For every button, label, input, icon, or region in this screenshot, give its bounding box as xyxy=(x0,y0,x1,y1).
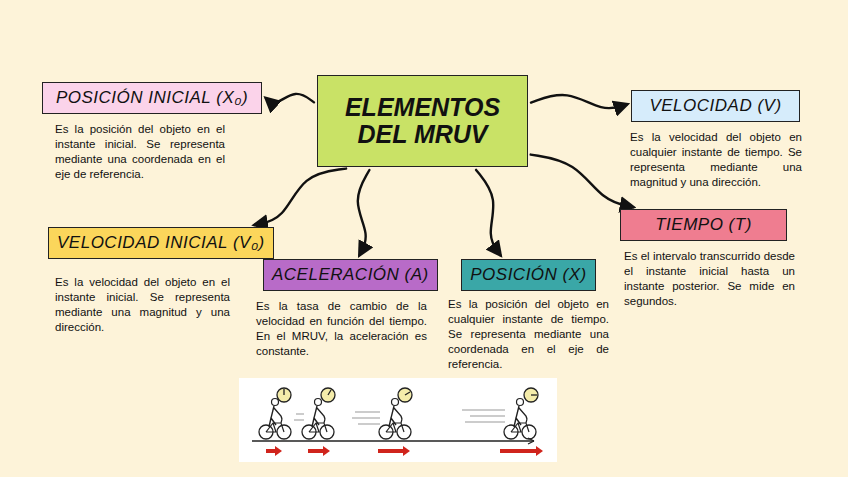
illustration-ground xyxy=(239,378,557,462)
concept-description: Es la tasa de cambio de la velocidad en … xyxy=(256,299,427,359)
concept-box: POSICIÓN (X)Es la posición del objeto en… xyxy=(461,259,596,291)
connector-arrow xyxy=(531,95,627,108)
concept-box: ACELERACIÓN (A)Es la tasa de cambio de l… xyxy=(263,259,438,291)
cyclists xyxy=(259,399,536,440)
connector-arrow xyxy=(266,94,314,103)
velocity-arrows xyxy=(266,446,543,456)
connector-arrow xyxy=(358,170,370,255)
concept-heading: ACELERACIÓN (A) xyxy=(263,259,438,291)
speed-lines xyxy=(294,410,505,424)
concept-description: Es la velocidad del objeto en cualquier … xyxy=(630,130,802,190)
connector-arrow xyxy=(531,155,633,208)
concept-heading: VELOCIDAD (V) xyxy=(631,90,800,122)
title-text: ELEMENTOS DEL MRUV xyxy=(317,75,528,167)
concept-box: VELOCIDAD INICIAL (V₀)Es la velocidad de… xyxy=(48,227,274,259)
concept-heading: POSICIÓN INICIAL (X₀) xyxy=(42,82,262,114)
concept-box: VELOCIDAD (V)Es la velocidad del objeto … xyxy=(631,90,800,122)
concept-heading: VELOCIDAD INICIAL (V₀) xyxy=(48,227,274,259)
concept-description: Es la velocidad del objeto en el instant… xyxy=(55,275,230,335)
axis-line xyxy=(252,440,534,441)
connector-arrow xyxy=(255,169,347,225)
concept-heading: TIEMPO (T) xyxy=(620,209,787,241)
concept-description: Es la posición del objeto en el instante… xyxy=(55,122,225,182)
concept-heading: POSICIÓN (X) xyxy=(461,259,596,291)
title-box: ELEMENTOS DEL MRUV xyxy=(317,75,528,167)
concept-description: Es el intervalo transcurrido desde el in… xyxy=(624,249,795,309)
concept-box: POSICIÓN INICIAL (X₀)Es la posición del … xyxy=(42,82,262,114)
concept-box: TIEMPO (T)Es el intervalo transcurrido d… xyxy=(620,209,787,241)
connector-arrow xyxy=(476,170,500,255)
concept-description: Es la posición del objeto en cualquier i… xyxy=(448,297,609,372)
